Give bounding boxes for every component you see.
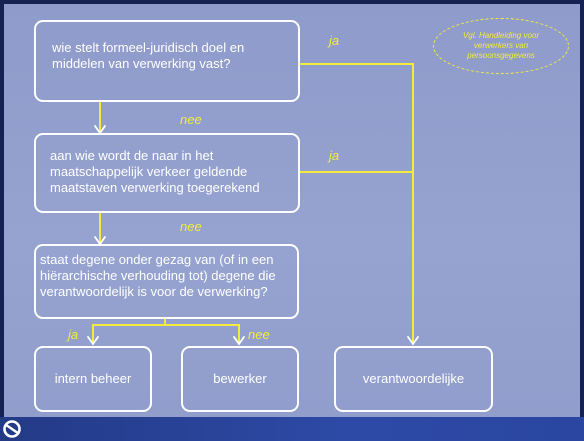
outcome-processor-text: bewerker — [213, 371, 267, 386]
label-nee-q2: nee — [180, 219, 202, 234]
question-1-text: wie stelt formeel-juridisch doel en midd… — [52, 40, 245, 71]
brand-logo-icon — [3, 420, 21, 438]
question-3-text: staat degene onder gezag van (of in een … — [40, 252, 276, 299]
question-box-3: staat degene onder gezag van (of in een … — [34, 244, 299, 319]
outcome-controller-text: verantwoordelijke — [362, 371, 465, 386]
label-ja-q1: ja — [329, 33, 340, 48]
label-ja-q2: ja — [329, 148, 340, 163]
outcome-internal-text: intern beheer — [54, 371, 132, 386]
arrowhead-internal — [87, 336, 99, 346]
question-box-2: aan wie wordt de naar in het maatschappe… — [34, 133, 300, 213]
question-2-text: aan wie wordt de naar in het maatschappe… — [50, 148, 260, 195]
outcome-internal-box: intern beheer — [34, 346, 152, 412]
outcome-controller-box: verantwoordelijke — [334, 346, 493, 412]
reference-note-text: Vgl. Handleiding voor verwerkers van per… — [462, 31, 540, 60]
question-box-1: wie stelt formeel-juridisch doel en midd… — [34, 20, 300, 102]
label-ja-q3: ja — [68, 327, 79, 342]
connector-q3-split — [92, 324, 240, 343]
outcome-processor-box: bewerker — [181, 346, 299, 412]
arrowhead-controller — [407, 336, 419, 346]
reference-note: Vgl. Handleiding voor verwerkers van per… — [433, 18, 569, 74]
arrowhead-processor — [233, 336, 245, 346]
footer-bar — [0, 417, 584, 441]
label-nee-q1: nee — [180, 112, 202, 127]
label-nee-q3: nee — [248, 327, 270, 342]
connector-q1-ja — [299, 63, 414, 343]
